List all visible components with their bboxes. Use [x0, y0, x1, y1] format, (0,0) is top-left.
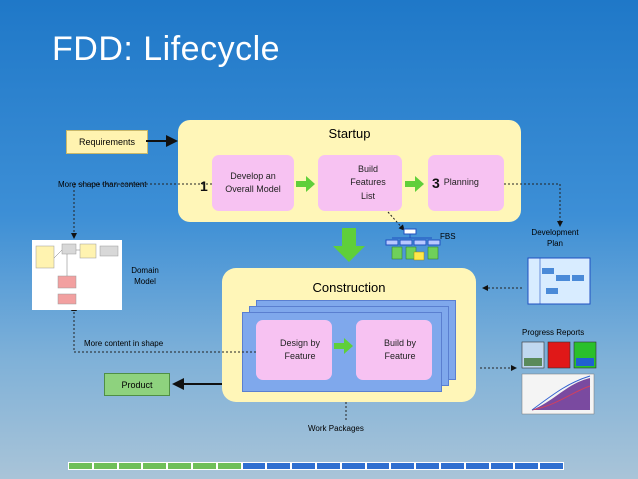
progress-segment [464, 462, 490, 470]
step-build-features-list-label: Build Features List [350, 164, 386, 201]
dashed-to-development-plan [504, 183, 563, 227]
progress-segment [192, 462, 217, 470]
dashed-to-domain-model [71, 183, 212, 239]
step-3-number: 3 [432, 174, 440, 191]
label-development-plan: Development Plan [531, 228, 579, 248]
arrow-step4-step5 [334, 338, 353, 354]
progress-segment [266, 462, 292, 470]
progress-segment [489, 462, 515, 470]
progress-segment [241, 462, 267, 470]
step-develop-model: Develop an Overall Model [212, 155, 294, 211]
progress-segment [142, 462, 168, 470]
domain-model-image [32, 240, 122, 310]
progress-segment [340, 462, 366, 470]
label-fbs: FBS [440, 232, 456, 241]
step-build-by-feature: Build by Feature [356, 320, 432, 380]
progress-segment [291, 462, 316, 470]
progress-reports-image [521, 341, 597, 415]
progress-segment [390, 462, 416, 470]
step-develop-model-label: Develop an Overall Model [225, 170, 281, 194]
progress-segment [68, 462, 93, 470]
progress-segment [216, 462, 242, 470]
step-design-by-feature: Design by Feature [256, 320, 332, 380]
label-work-packages: Work Packages [308, 424, 364, 433]
progress-segment [514, 462, 540, 470]
step-build-features-list: Build Features List [318, 155, 402, 211]
startup-title: Startup [328, 126, 371, 141]
progress-segment [365, 462, 391, 470]
step-planning-label: Planning [443, 177, 479, 188]
step-1-number: 1 [200, 178, 208, 194]
arrow-startup-construction [333, 228, 365, 262]
progress-segment [316, 462, 341, 470]
progress-segment [117, 462, 143, 470]
arrow-step2-step3 [405, 176, 424, 192]
label-progress-reports: Progress Reports [522, 328, 585, 337]
label-more-content: More content in shape [84, 339, 164, 348]
development-plan-image [527, 257, 591, 305]
requirements-box: Requirements [66, 130, 148, 154]
progress-segment [92, 462, 118, 470]
step-planning: 3 Planning [428, 155, 504, 211]
page-title: FDD: Lifecycle [52, 30, 281, 68]
step-build-by-feature-label: Build by Feature [383, 337, 417, 361]
progress-segment [440, 462, 465, 470]
construction-title: Construction [312, 280, 386, 295]
progress-segment [167, 462, 192, 470]
step-design-by-feature-label: Design by Feature [279, 337, 321, 361]
label-domain-model: Domain Model [131, 266, 159, 286]
dashed-to-fbs [387, 211, 405, 231]
product-box: Product [104, 373, 170, 396]
progress-segment [539, 462, 564, 470]
dashed-content-up [71, 305, 256, 353]
fbs-image [385, 228, 441, 261]
progress-segment [415, 462, 440, 470]
arrow-step1-step2 [296, 176, 315, 192]
